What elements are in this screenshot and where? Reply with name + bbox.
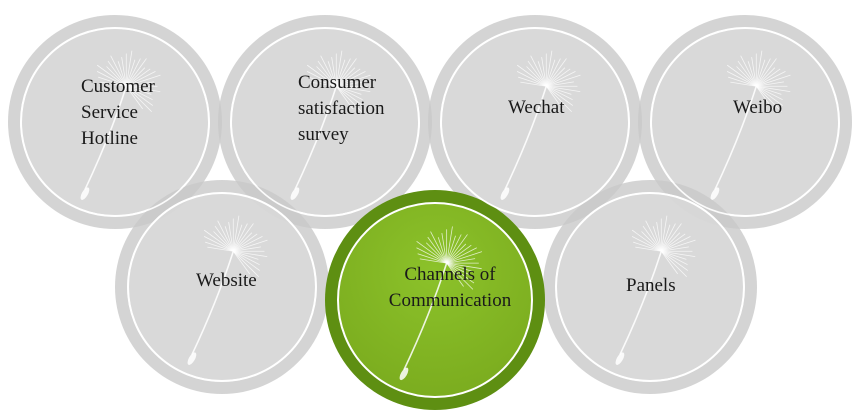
label-wechat: Wechat — [508, 97, 565, 118]
circle-weibo — [638, 15, 852, 229]
circle-consumer-satisfaction-survey — [218, 15, 432, 229]
label-channels-of-communication: Channels of Communication — [388, 264, 512, 311]
circle-panels — [543, 180, 757, 394]
circle-website-outline — [127, 192, 317, 382]
circle-channels-of-communication — [325, 190, 545, 410]
circle-consumer-satisfaction-survey-outline — [230, 27, 420, 217]
label-customer-service-hotline: Customer Service Hotline — [81, 76, 155, 149]
circle-panels-outline — [555, 192, 745, 382]
circle-customer-service-hotline — [8, 15, 222, 229]
circle-wechat-outline — [440, 27, 630, 217]
circle-weibo-outline — [650, 27, 840, 217]
circle-customer-service-hotline-outline — [20, 27, 210, 217]
circle-website — [115, 180, 329, 394]
label-panels: Panels — [626, 275, 676, 296]
label-weibo: Weibo — [733, 97, 783, 118]
circle-wechat — [428, 15, 642, 229]
label-consumer-satisfaction-survey: Consumer satisfaction survey — [298, 72, 385, 145]
label-website: Website — [196, 270, 257, 291]
